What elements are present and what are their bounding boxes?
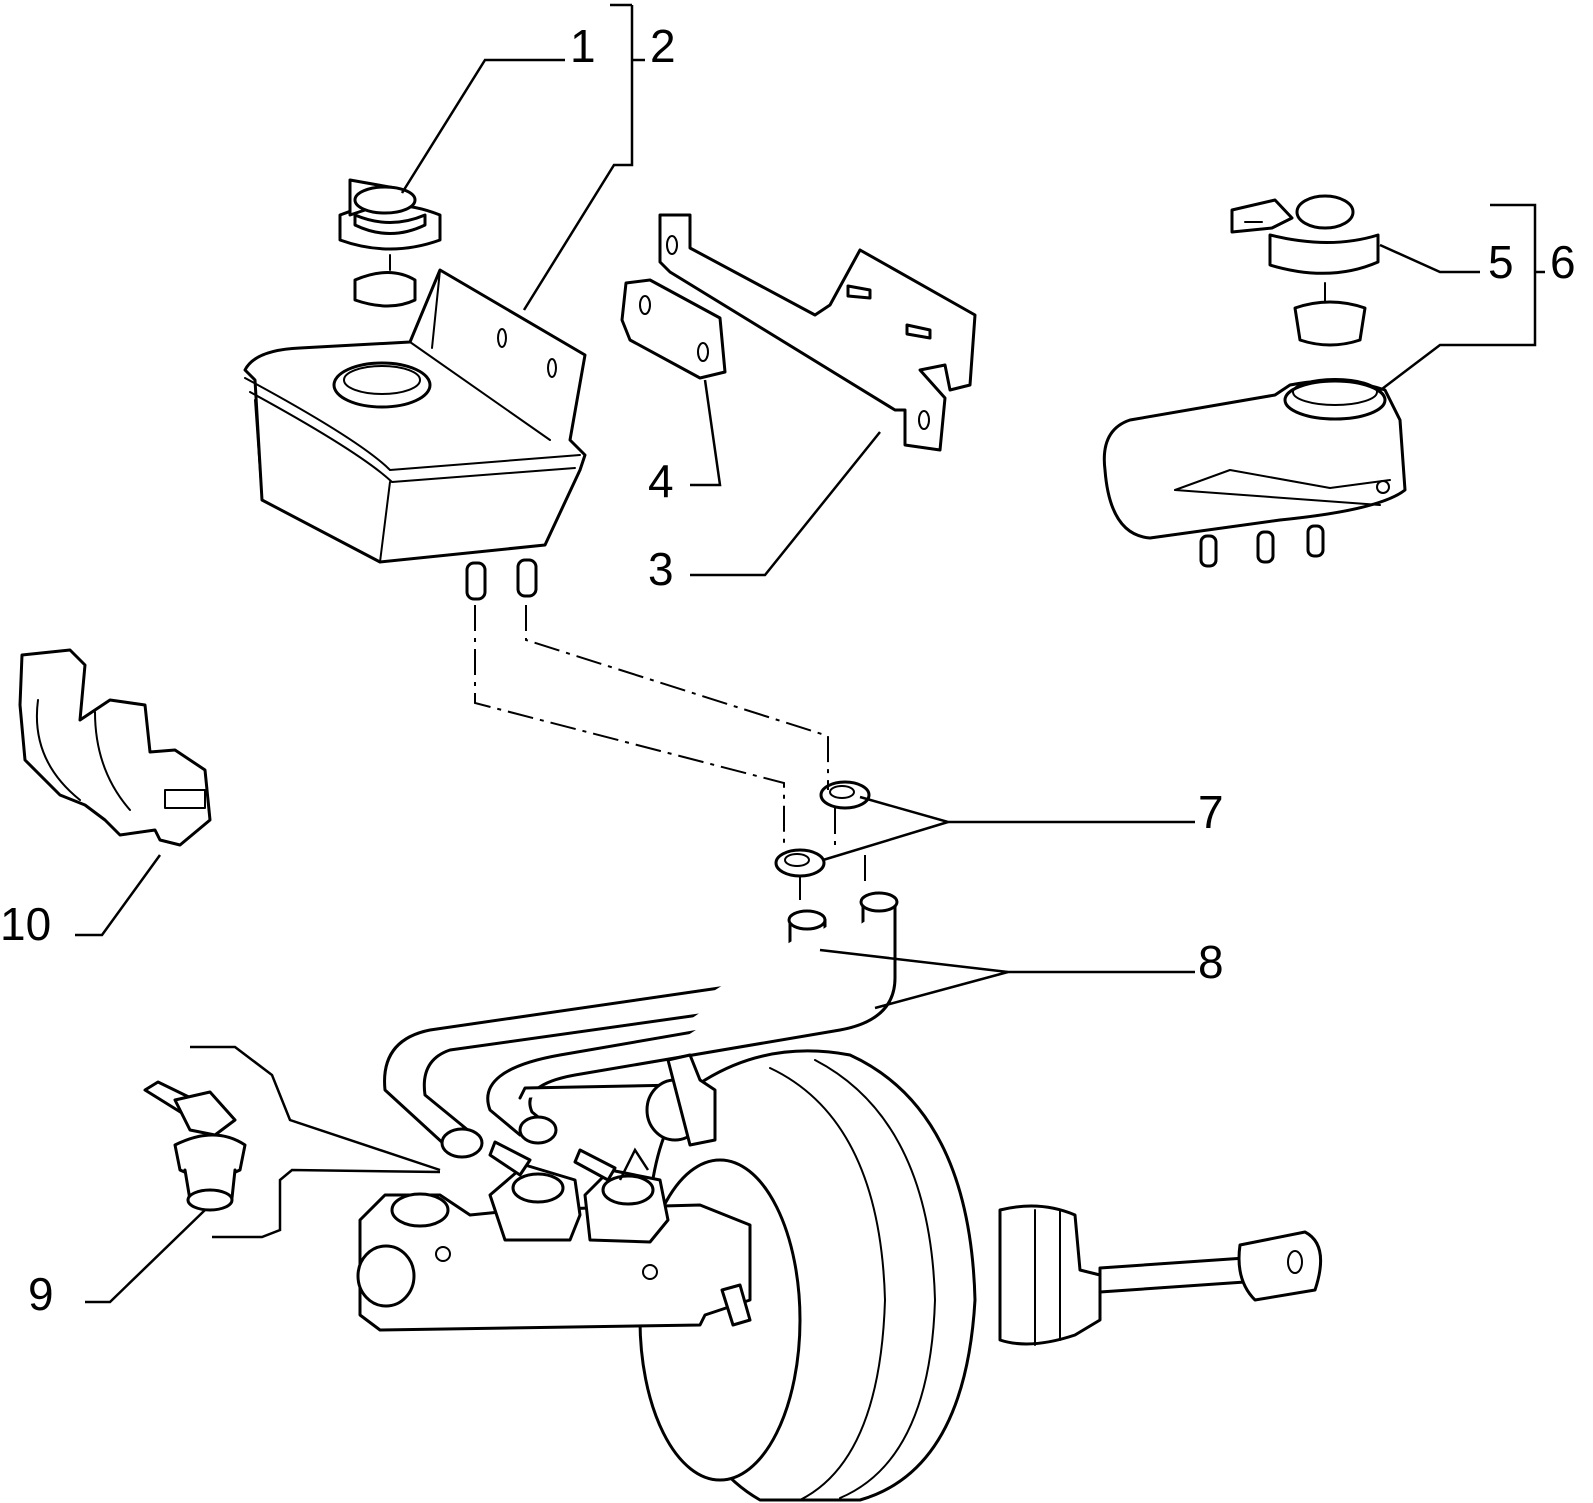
callout-2: 2 bbox=[650, 20, 676, 72]
callout-6: 6 bbox=[1550, 236, 1576, 288]
brake-fluid-reservoir-right bbox=[1102, 378, 1407, 568]
callout-9: 9 bbox=[28, 1268, 54, 1320]
reservoir-cap-sensor-left bbox=[338, 178, 442, 308]
callout-labels: 1 2 3 4 5 6 7 8 9 10 bbox=[0, 20, 1576, 1320]
callout-4: 4 bbox=[648, 455, 674, 507]
callout-5: 5 bbox=[1488, 236, 1514, 288]
callout-8: 8 bbox=[1198, 936, 1224, 988]
pipe-fitting-valve bbox=[143, 1080, 247, 1212]
brake-hoses bbox=[383, 891, 899, 1159]
brake-master-cylinder bbox=[356, 1140, 752, 1332]
bracket-plate bbox=[620, 278, 727, 380]
callout-3: 3 bbox=[648, 543, 674, 595]
leader-lines bbox=[75, 3, 1545, 1304]
callout-1: 1 bbox=[570, 20, 596, 72]
hose-connection-lines bbox=[474, 605, 866, 900]
reservoir-cap-sensor-right bbox=[1230, 194, 1380, 347]
hose-retaining-clip bbox=[18, 648, 212, 847]
hose-clamps bbox=[774, 780, 871, 878]
mounting-bracket bbox=[658, 213, 977, 452]
callout-7: 7 bbox=[1198, 786, 1224, 838]
callout-10: 10 bbox=[0, 898, 51, 950]
brake-fluid-reservoir-left bbox=[243, 268, 587, 601]
